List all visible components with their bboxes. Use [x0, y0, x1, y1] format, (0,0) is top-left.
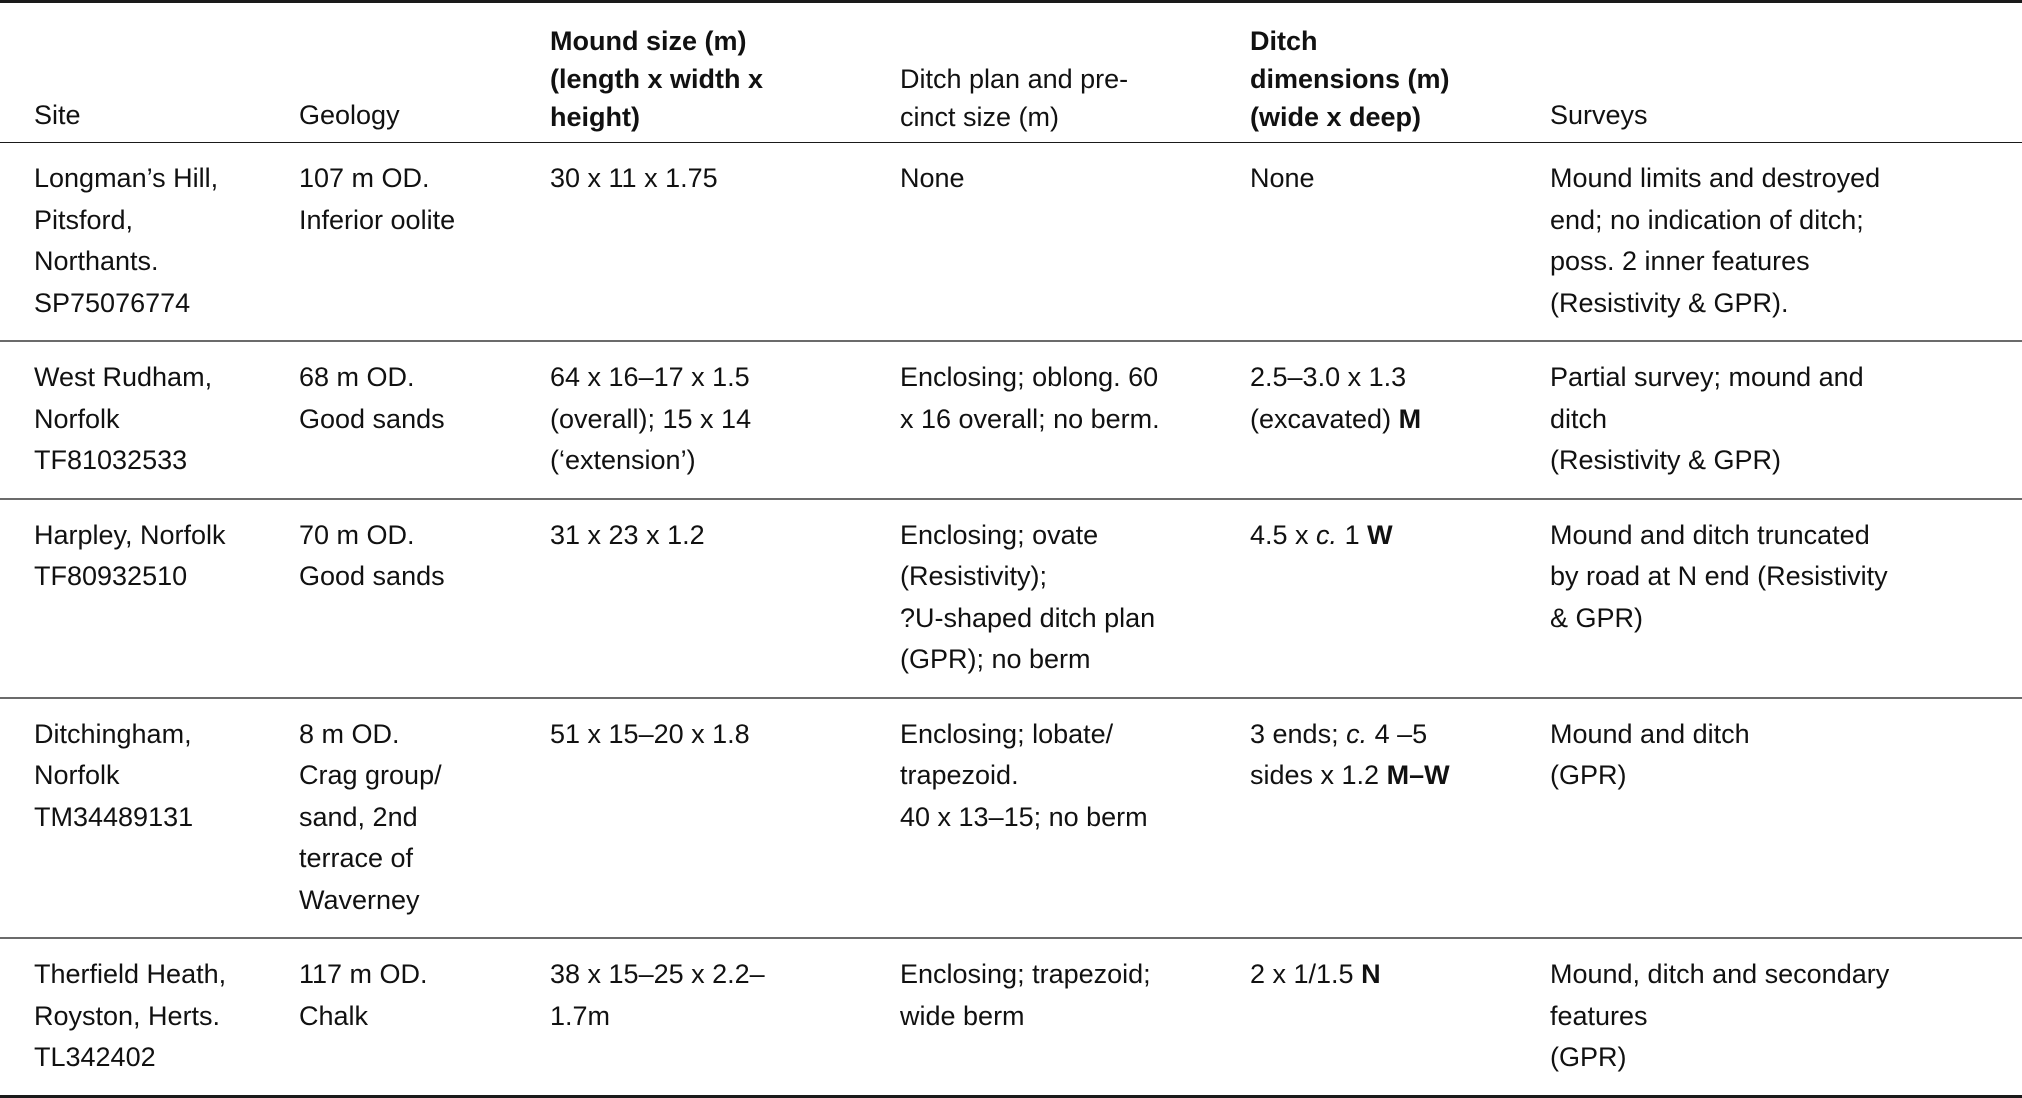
profile-code: N — [1361, 959, 1381, 989]
cell-ditch-plan: Enclosing; oblong. 60 x 16 overall; no b… — [900, 341, 1250, 500]
cell-site: Harpley, Norfolk TF80932510 — [0, 498, 299, 699]
cell-ditch-dimensions: 2 x 1/1.5 N — [1250, 959, 1381, 989]
cell-surveys: Partial survey; mound and ditch (Resisti… — [1550, 341, 2022, 500]
cell-surveys: Mound and ditch (GPR) — [1550, 697, 2022, 939]
cell-ditch-dimensions: 4.5 x c. 1 W — [1250, 498, 1550, 699]
cell-mound-size: 30 x 11 x 1.75 — [550, 142, 900, 342]
cell-ditch-dimensions: 2.5–3.0 x 1.3 (excavated) M — [1250, 341, 1550, 500]
header-site: Site — [0, 1, 299, 143]
cell-geology: 70 m OD. Good sands — [299, 498, 550, 699]
cell-geology: 107 m OD. Inferior oolite — [299, 142, 550, 342]
table-header: Site Geology Mound size (m) (length x wi… — [0, 1, 2022, 143]
table-row: Harpley, Norfolk TF80932510 70 m OD. Goo… — [0, 498, 2022, 699]
cell-site: West Rudham, Norfolk TF81032533 — [0, 341, 299, 500]
cell-geology: 117 m OD. Chalk — [299, 959, 428, 1031]
profile-code: M–W — [1386, 760, 1450, 790]
header-mound-size: Mound size (m) (length x width x height) — [550, 1, 900, 143]
cell-surveys: Mound limits and destroyed end; no indic… — [1550, 142, 2022, 342]
header-row: Site Geology Mound size (m) (length x wi… — [0, 1, 2022, 143]
cell-mound-size: 51 x 15–20 x 1.8 — [550, 697, 900, 939]
cell-mound-size: 64 x 16–17 x 1.5 (overall); 15 x 14 (‘ex… — [550, 341, 900, 500]
cell-site: Ditchingham, Norfolk TM34489131 — [0, 697, 299, 939]
header-geology: Geology — [299, 1, 550, 143]
cell-ditch-dimensions: 3 ends; c. 4 –5 sides x 1.2 M–W — [1250, 697, 1550, 939]
cell-ditch-plan: None — [900, 142, 1250, 342]
cell-ditch-plan: Enclosing; trapezoid; wide berm — [900, 959, 1151, 1031]
table-body: Longman’s Hill, Pitsford, Northants. SP7… — [0, 142, 2022, 1097]
table-row: West Rudham, Norfolk TF81032533 68 m OD.… — [0, 341, 2022, 500]
profile-code: W — [1367, 519, 1393, 550]
table-row: Ditchingham, Norfolk TM34489131 8 m OD. … — [0, 697, 2022, 939]
cell-site: Longman’s Hill, Pitsford, Northants. SP7… — [0, 142, 299, 342]
header-surveys: Surveys — [1550, 1, 2022, 143]
cell-mound-size: 31 x 23 x 1.2 — [550, 498, 900, 699]
cell-surveys: Mound and ditch truncated by road at N e… — [1550, 498, 2022, 699]
header-ditch-dimensions: Ditch dimensions (m) (wide x deep) — [1250, 1, 1550, 143]
cell-geology: 68 m OD. Good sands — [299, 341, 550, 500]
cell-surveys: Mound, ditch and secondary features (GPR… — [1550, 959, 1890, 1072]
table-row: Longman’s Hill, Pitsford, Northants. SP7… — [0, 142, 2022, 342]
table-row: Therfield Heath, Royston, Herts. TL34240… — [0, 938, 2022, 1096]
cell-ditch-plan: Enclosing; lobate/ trapezoid. 40 x 13–15… — [900, 697, 1250, 939]
cell-geology: 8 m OD. Crag group/ sand, 2nd terrace of… — [299, 697, 550, 939]
cell-ditch-dimensions: None — [1250, 142, 1550, 342]
cell-ditch-plan: Enclosing; ovate (Resistivity); ?U-shape… — [900, 498, 1250, 699]
cell-site: Therfield Heath, Royston, Herts. TL34240… — [34, 959, 227, 1072]
cell-mound-size: 38 x 15–25 x 2.2– 1.7m — [550, 959, 765, 1031]
profile-code: M — [1398, 403, 1422, 434]
header-ditch-plan: Ditch plan and pre- cinct size (m) — [900, 1, 1250, 143]
